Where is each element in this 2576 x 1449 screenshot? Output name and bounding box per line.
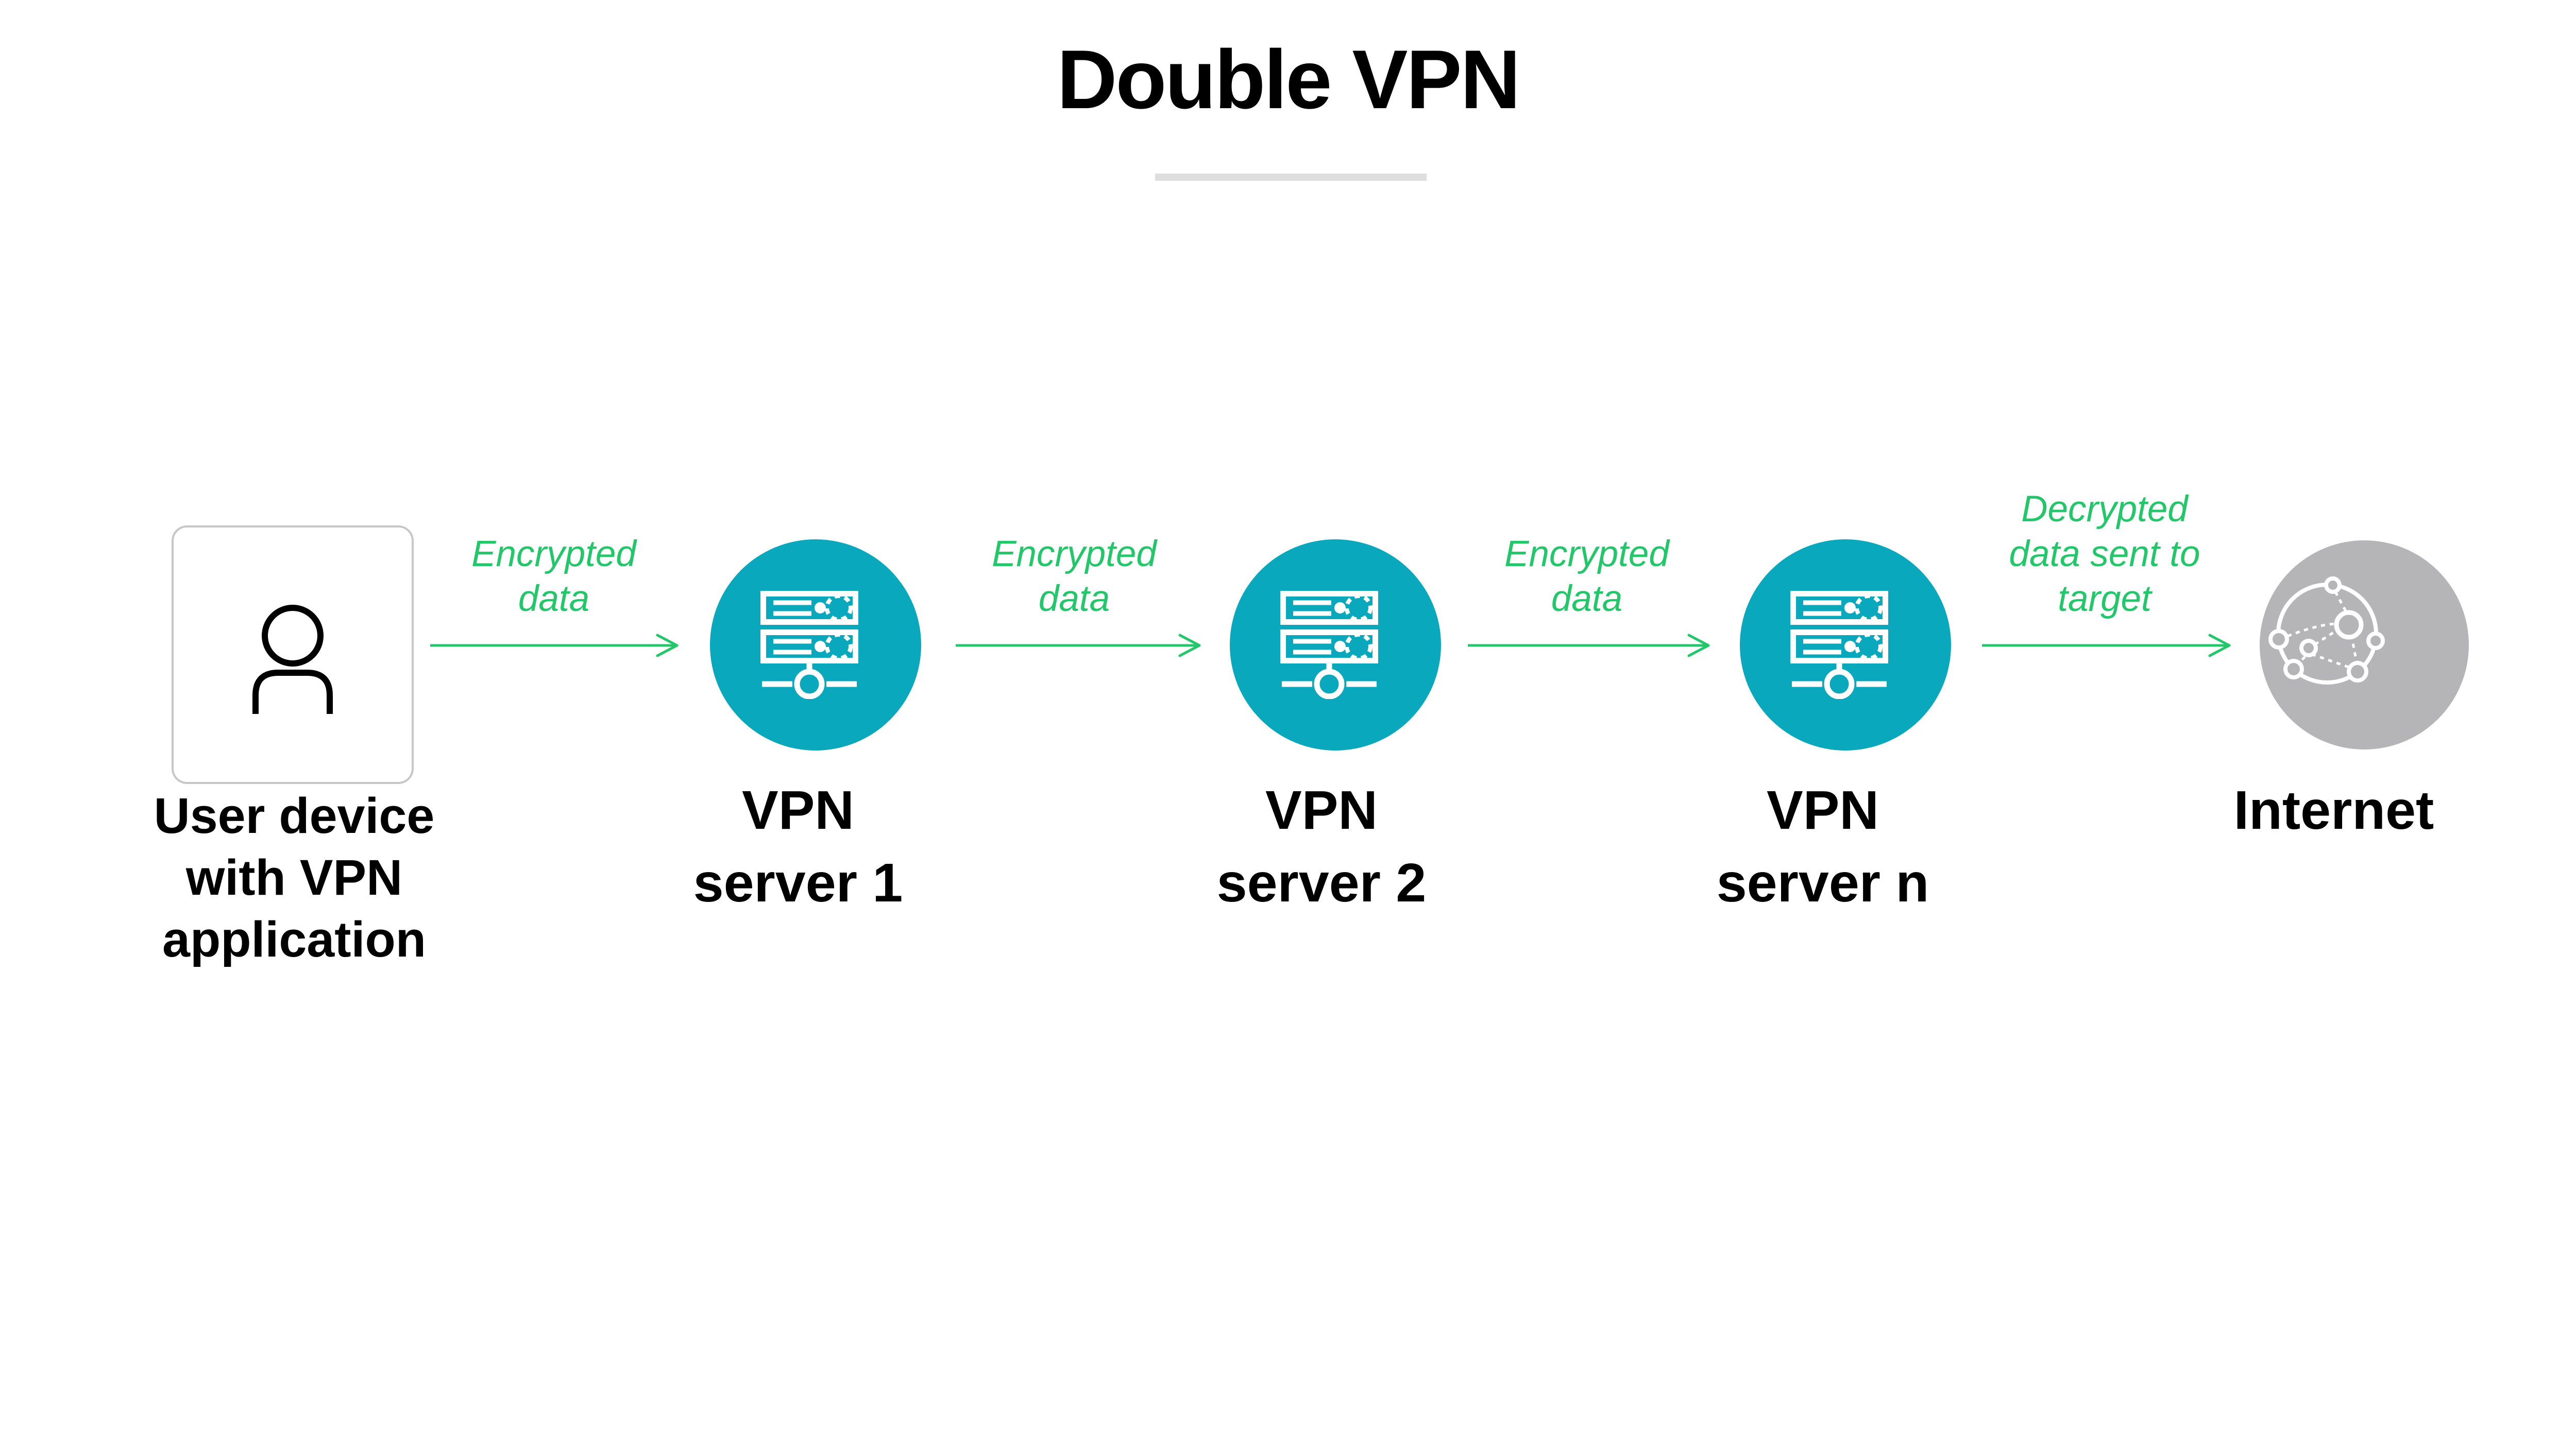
person-icon xyxy=(252,605,333,714)
vpn-server-1-node xyxy=(710,539,921,751)
flow-arrow-4 xyxy=(1982,633,2231,658)
user-device-label: User device with VPN application xyxy=(154,788,435,967)
vpn-server-n-label: VPN server n xyxy=(1716,780,1929,913)
server-rack-icon xyxy=(760,591,858,699)
vpn-server-2-label: VPN server 2 xyxy=(1216,780,1427,913)
user-device-card xyxy=(172,525,414,784)
vpn-server-2-node xyxy=(1230,539,1441,751)
server-rack-icon xyxy=(1280,591,1378,699)
network-globe-icon xyxy=(2268,576,2385,685)
page-title: Double VPN xyxy=(1057,33,1520,126)
vpn-server-n-node xyxy=(1740,539,1951,751)
flow-arrow-1 xyxy=(430,633,679,658)
arrow-label-encrypted-2: Encrypted data xyxy=(992,534,1157,619)
title-underline xyxy=(1155,174,1427,181)
flow-arrow-2 xyxy=(956,633,1201,658)
arrow-label-encrypted-1: Encrypted data xyxy=(471,534,636,619)
server-rack-icon xyxy=(1790,591,1888,699)
arrow-label-encrypted-3: Encrypted data xyxy=(1504,534,1669,619)
arrow-label-decrypted: Decrypted data sent to target xyxy=(2009,489,2200,619)
vpn-server-1-label: VPN server 1 xyxy=(693,780,903,913)
flow-arrow-3 xyxy=(1468,633,1710,658)
internet-node xyxy=(2260,540,2469,749)
internet-label: Internet xyxy=(2233,780,2434,841)
